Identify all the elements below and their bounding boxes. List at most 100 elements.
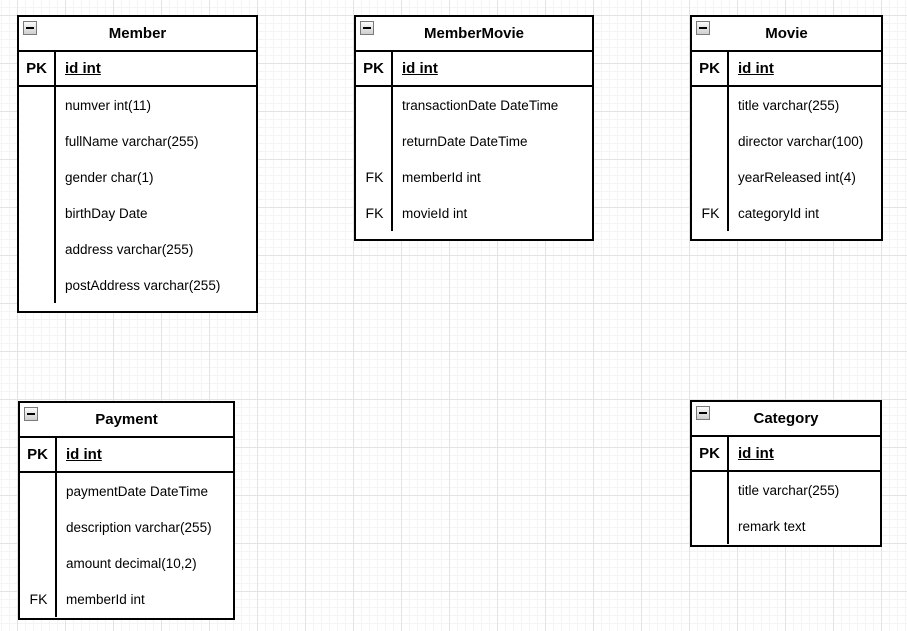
row-key-label bbox=[19, 123, 56, 159]
row-key-label: FK bbox=[29, 591, 48, 607]
row-field-label: director varchar(100) bbox=[738, 133, 864, 149]
attribute-row[interactable]: remark text bbox=[692, 508, 880, 544]
entity-title: Member bbox=[108, 25, 167, 42]
row-key-label bbox=[20, 473, 57, 509]
row-key-label bbox=[356, 123, 393, 159]
attribute-row[interactable]: paymentDate DateTime bbox=[20, 473, 233, 509]
row-key-label: FK bbox=[365, 205, 384, 221]
pk-field-label: id int bbox=[738, 60, 774, 77]
collapse-icon[interactable] bbox=[360, 21, 374, 35]
pk-key-label: PK bbox=[692, 437, 729, 470]
collapse-icon[interactable] bbox=[696, 406, 710, 420]
entity-titlebar: Movie bbox=[692, 17, 881, 52]
entity-body: title varchar(255) remark text bbox=[692, 472, 880, 545]
row-key-label bbox=[692, 123, 729, 159]
pk-key-label: PK bbox=[356, 52, 393, 85]
row-field-label: fullName varchar(255) bbox=[65, 133, 199, 149]
attribute-row[interactable]: address varchar(255) bbox=[19, 231, 256, 267]
attribute-row[interactable]: fullName varchar(255) bbox=[19, 123, 256, 159]
row-field-label: remark text bbox=[738, 518, 806, 534]
row-field-label: paymentDate DateTime bbox=[66, 483, 209, 499]
attribute-row[interactable]: gender char(1) bbox=[19, 159, 256, 195]
row-field-label: title varchar(255) bbox=[738, 97, 840, 113]
row-key-label bbox=[20, 509, 57, 545]
pk-field-label: id int bbox=[738, 445, 774, 462]
entity-title: Payment bbox=[95, 411, 158, 428]
entity-table-member[interactable]: Member PK id int numver int(11) fullName … bbox=[17, 15, 258, 313]
entity-titlebar: Payment bbox=[20, 403, 233, 438]
row-field-label: birthDay Date bbox=[65, 205, 148, 221]
attribute-row[interactable]: description varchar(255) bbox=[20, 509, 233, 545]
row-field-label: returnDate DateTime bbox=[402, 133, 528, 149]
row-field-label: categoryId int bbox=[738, 205, 820, 221]
entity-titlebar: MemberMovie bbox=[356, 17, 592, 52]
attribute-row[interactable]: FK memberId int bbox=[356, 159, 592, 195]
row-key-label bbox=[19, 87, 56, 123]
entity-table-payment[interactable]: Payment PK id int paymentDate DateTime de… bbox=[18, 401, 235, 620]
pk-key-label: PK bbox=[19, 52, 56, 85]
primary-key-row[interactable]: PK id int bbox=[692, 437, 880, 472]
row-field-label: postAddress varchar(255) bbox=[65, 277, 221, 293]
entity-title: Movie bbox=[765, 25, 808, 42]
attribute-row[interactable]: amount decimal(10,2) bbox=[20, 545, 233, 581]
entity-title: MemberMovie bbox=[423, 25, 525, 42]
entity-body: numver int(11) fullName varchar(255) gende… bbox=[19, 87, 256, 311]
row-field-label: memberId int bbox=[66, 591, 145, 607]
row-key-label bbox=[692, 508, 729, 544]
entity-body: transactionDate DateTime returnDate DateT… bbox=[356, 87, 592, 239]
entity-body: title varchar(255) director varchar(100) y… bbox=[692, 87, 881, 239]
pk-key-label: PK bbox=[692, 52, 729, 85]
entity-titlebar: Member bbox=[19, 17, 256, 52]
row-field-label: gender char(1) bbox=[65, 169, 154, 185]
attribute-row[interactable]: numver int(11) bbox=[19, 87, 256, 123]
entity-body: paymentDate DateTime description varchar(… bbox=[20, 473, 233, 618]
entity-title: Category bbox=[753, 410, 819, 427]
row-field-label: address varchar(255) bbox=[65, 241, 194, 257]
attribute-row[interactable]: birthDay Date bbox=[19, 195, 256, 231]
attribute-row[interactable]: FK movieId int bbox=[356, 195, 592, 231]
row-key-label: FK bbox=[701, 205, 720, 221]
pk-field-label: id int bbox=[65, 60, 101, 77]
row-field-label: memberId int bbox=[402, 169, 481, 185]
entity-table-membermovie[interactable]: MemberMovie PK id int transactionDate Da… bbox=[354, 15, 594, 241]
row-key-label bbox=[692, 87, 729, 123]
row-field-label: movieId int bbox=[402, 205, 468, 221]
row-field-label: title varchar(255) bbox=[738, 482, 840, 498]
pk-field-label: id int bbox=[66, 446, 102, 463]
row-key-label bbox=[20, 545, 57, 581]
attribute-row[interactable]: yearReleased int(4) bbox=[692, 159, 881, 195]
attribute-row[interactable]: title varchar(255) bbox=[692, 472, 880, 508]
primary-key-row[interactable]: PK id int bbox=[19, 52, 256, 87]
collapse-icon[interactable] bbox=[24, 407, 38, 421]
attribute-row[interactable]: director varchar(100) bbox=[692, 123, 881, 159]
row-key-label bbox=[692, 159, 729, 195]
attribute-row[interactable]: title varchar(255) bbox=[692, 87, 881, 123]
attribute-row[interactable]: postAddress varchar(255) bbox=[19, 267, 256, 303]
row-field-label: yearReleased int(4) bbox=[738, 169, 856, 185]
primary-key-row[interactable]: PK id int bbox=[692, 52, 881, 87]
entity-titlebar: Category bbox=[692, 402, 880, 437]
collapse-icon[interactable] bbox=[23, 21, 37, 35]
collapse-icon[interactable] bbox=[696, 21, 710, 35]
pk-field-label: id int bbox=[402, 60, 438, 77]
entity-table-movie[interactable]: Movie PK id int title varchar(255) direct… bbox=[690, 15, 883, 241]
row-key-label bbox=[19, 195, 56, 231]
row-field-label: transactionDate DateTime bbox=[402, 97, 559, 113]
row-field-label: amount decimal(10,2) bbox=[66, 555, 197, 571]
primary-key-row[interactable]: PK id int bbox=[356, 52, 592, 87]
pk-key-label: PK bbox=[20, 438, 57, 471]
row-key-label bbox=[19, 267, 56, 303]
row-key-label: FK bbox=[365, 169, 384, 185]
attribute-row[interactable]: returnDate DateTime bbox=[356, 123, 592, 159]
attribute-row[interactable]: transactionDate DateTime bbox=[356, 87, 592, 123]
primary-key-row[interactable]: PK id int bbox=[20, 438, 233, 473]
row-key-label bbox=[19, 159, 56, 195]
row-key-label bbox=[356, 87, 393, 123]
row-field-label: numver int(11) bbox=[65, 97, 152, 113]
attribute-row[interactable]: FK memberId int bbox=[20, 581, 233, 617]
row-key-label bbox=[692, 472, 729, 508]
entity-table-category[interactable]: Category PK id int title varchar(255) rem… bbox=[690, 400, 882, 547]
attribute-row[interactable]: FK categoryId int bbox=[692, 195, 881, 231]
row-key-label bbox=[19, 231, 56, 267]
